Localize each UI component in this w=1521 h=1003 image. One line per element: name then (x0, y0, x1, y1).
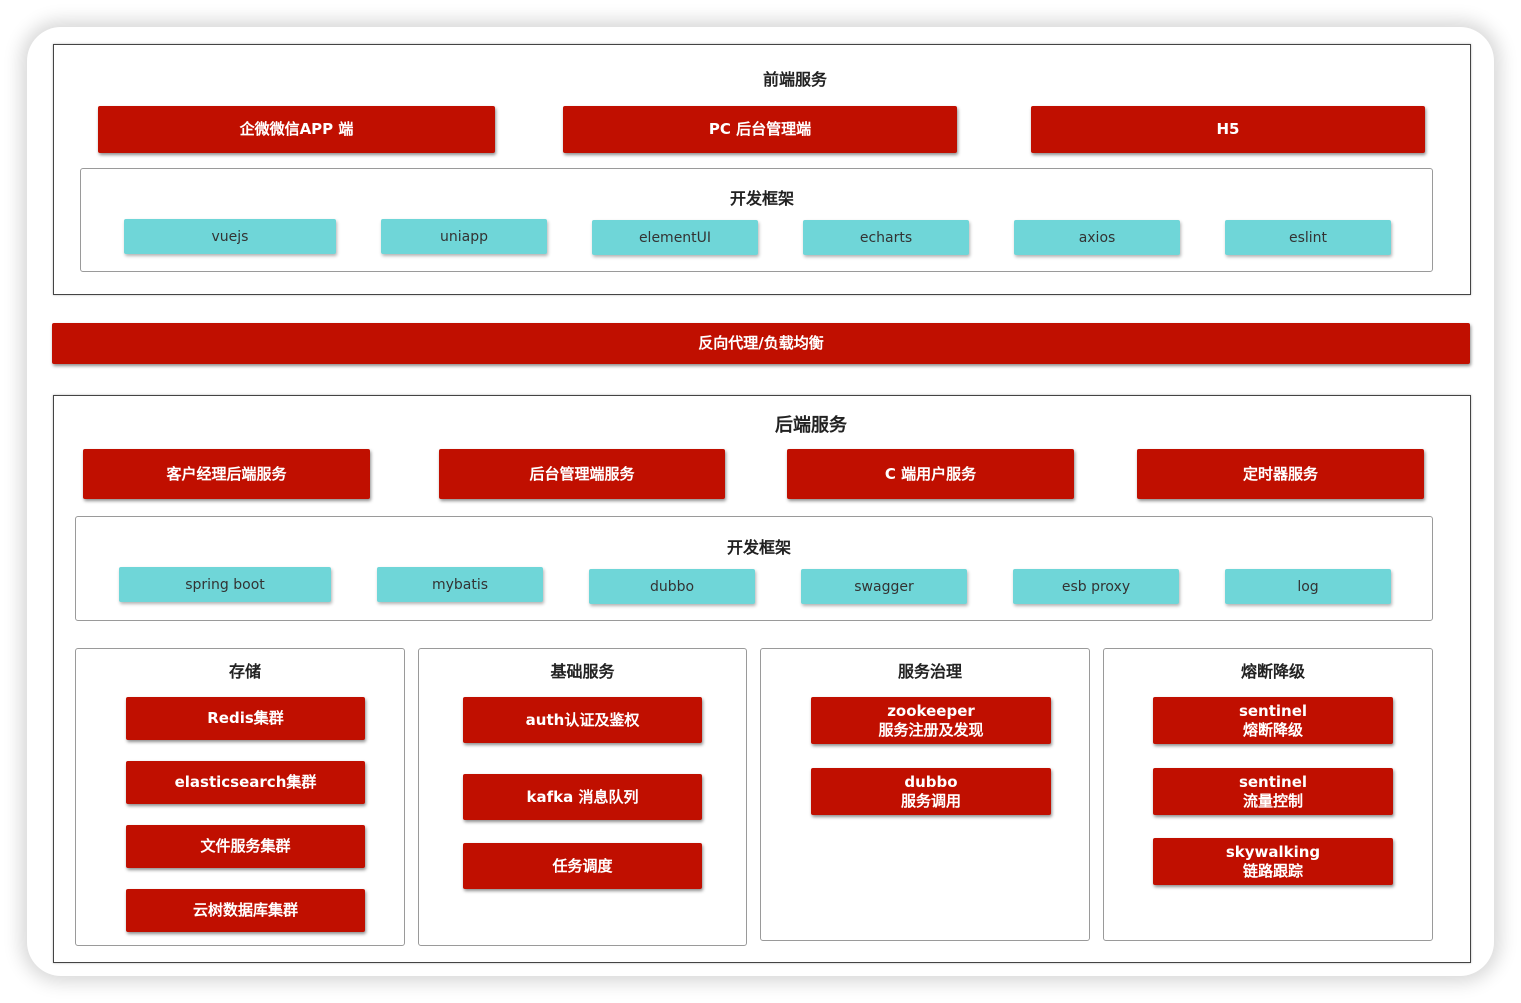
framework-eslint: eslint (1225, 220, 1391, 255)
governance-zookeeper-line1: zookeeper (887, 701, 975, 720)
frontend-app-wecom: 企微微信APP 端 (98, 106, 495, 153)
framework-mybatis: mybatis (377, 567, 543, 602)
framework-vuejs: vuejs (124, 219, 336, 254)
storage-title: 存储 (228, 662, 261, 681)
framework-dubbo: dubbo (589, 569, 755, 604)
basic-auth: auth认证及鉴权 (463, 697, 702, 743)
storage-redis: Redis集群 (126, 697, 365, 740)
framework-echarts: echarts (803, 220, 969, 255)
governance-dubbo-line2: 服务调用 (900, 791, 961, 810)
governance-dubbo: dubbo 服务调用 (811, 768, 1051, 815)
backend-service-account-manager: 客户经理后端服务 (83, 449, 370, 499)
governance-zookeeper-line2: 服务注册及发现 (878, 720, 984, 739)
backend-service-timer: 定时器服务 (1137, 449, 1424, 499)
storage-database: 云树数据库集群 (126, 889, 365, 932)
backend-framework-title: 开发框架 (726, 538, 791, 557)
framework-swagger: swagger (801, 569, 967, 604)
storage-elasticsearch: elasticsearch集群 (126, 761, 365, 804)
governance-dubbo-line1: dubbo (904, 772, 958, 791)
circuit-skywalking-line2: 链路跟踪 (1242, 861, 1303, 880)
basic-services-title: 基础服务 (550, 662, 615, 681)
basic-kafka: kafka 消息队列 (463, 774, 702, 820)
backend-service-admin: 后台管理端服务 (439, 449, 725, 499)
governance-title: 服务治理 (897, 662, 962, 681)
circuit-skywalking: skywalking 链路跟踪 (1153, 838, 1393, 885)
storage-file-service: 文件服务集群 (126, 825, 365, 868)
framework-spring-boot: spring boot (119, 567, 331, 602)
governance-zookeeper: zookeeper 服务注册及发现 (811, 697, 1051, 744)
framework-uniapp: uniapp (381, 219, 547, 254)
circuit-sentinel-degrade-line1: sentinel (1238, 701, 1308, 720)
circuit-sentinel-degrade-line2: 熔断降级 (1242, 720, 1303, 739)
frontend-title: 前端服务 (762, 70, 827, 89)
framework-axios: axios (1014, 220, 1180, 255)
reverse-proxy-bar: 反向代理/负载均衡 (52, 323, 1470, 364)
framework-elementui: elementUI (592, 220, 758, 255)
frontend-app-h5: H5 (1031, 106, 1425, 153)
backend-service-c-user: C 端用户服务 (787, 449, 1074, 499)
backend-title: 后端服务 (775, 415, 847, 436)
basic-task-scheduling: 任务调度 (463, 843, 702, 889)
circuit-sentinel-flow-line2: 流量控制 (1242, 791, 1303, 810)
frontend-framework-title: 开发框架 (729, 189, 794, 208)
framework-esb-proxy: esb proxy (1013, 569, 1179, 604)
framework-log: log (1225, 569, 1391, 604)
circuit-sentinel-degrade: sentinel 熔断降级 (1153, 697, 1393, 744)
circuit-skywalking-line1: skywalking (1225, 842, 1321, 861)
circuit-sentinel-flow-line1: sentinel (1238, 772, 1308, 791)
circuit-sentinel-flow: sentinel 流量控制 (1153, 768, 1393, 815)
circuit-breaker-title: 熔断降级 (1240, 662, 1305, 681)
frontend-app-pc-admin: PC 后台管理端 (563, 106, 957, 153)
